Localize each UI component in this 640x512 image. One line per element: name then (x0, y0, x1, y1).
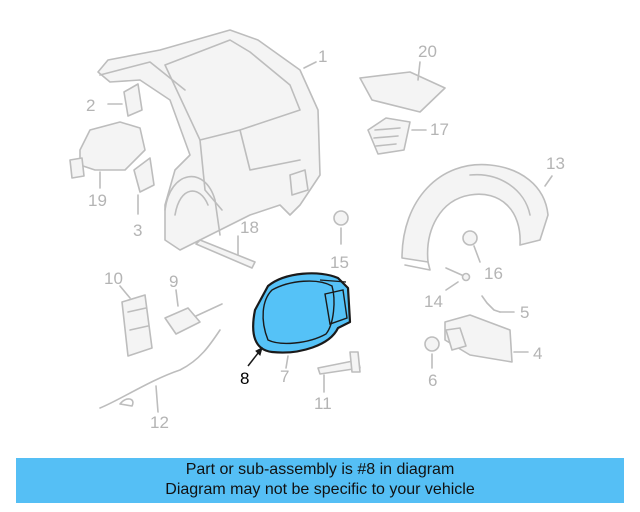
part-15-grommet (333, 210, 349, 245)
part-2-bracket (107, 83, 143, 117)
callout-8: 8 (240, 369, 250, 388)
part-12-cable (99, 329, 221, 413)
banner-line-2: Diagram may not be specific to your vehi… (165, 481, 475, 498)
part-11-rod (317, 351, 361, 393)
part-9-module (164, 289, 223, 335)
callout-13: 13 (546, 154, 565, 173)
callout-6: 6 (428, 371, 438, 390)
callout-11: 11 (314, 394, 332, 413)
info-banner: Part or sub-assembly is #8 in diagram Di… (16, 458, 624, 503)
callout-14: 14 (424, 292, 443, 311)
part-20-pad (359, 61, 446, 113)
part-1-quarter-panel (97, 29, 321, 251)
callout-3: 3 (133, 221, 143, 240)
callout-19: 19 (88, 191, 107, 210)
part-5-spring (481, 295, 515, 313)
part-14-screw (445, 267, 471, 291)
callout-1: 1 (318, 47, 328, 66)
callout-10: 10 (104, 269, 123, 288)
callout-17: 17 (430, 120, 449, 139)
part-10-bracket (119, 285, 153, 357)
part-19-housing (69, 121, 146, 189)
parts-diagram: 1 2 3 4 5 6 7 8 9 10 11 12 13 14 15 16 1… (69, 29, 565, 432)
parts-diagram-drawing (69, 29, 553, 413)
callout-2: 2 (86, 96, 96, 115)
banner-line-1: Part or sub-assembly is #8 in diagram (185, 461, 455, 478)
part-17-clip (367, 117, 427, 155)
callout-4: 4 (533, 344, 543, 363)
callout-12: 12 (150, 413, 169, 432)
callout-5: 5 (520, 303, 530, 322)
callout-20: 20 (418, 42, 437, 61)
callout-16: 16 (484, 264, 503, 283)
part-3-latch (133, 157, 155, 215)
part-16-nut (462, 230, 481, 263)
callout-9: 9 (169, 272, 179, 291)
callout-18: 18 (240, 218, 259, 237)
part-8-fuel-filler-housing (247, 272, 352, 367)
part-6-plug (424, 336, 440, 369)
callout-7: 7 (280, 367, 290, 386)
callout-15: 15 (330, 253, 349, 272)
part-7-leader (285, 355, 289, 369)
part-18-strip (195, 235, 256, 269)
part-13-liner (401, 163, 553, 271)
part-4-fuel-door (444, 314, 529, 363)
